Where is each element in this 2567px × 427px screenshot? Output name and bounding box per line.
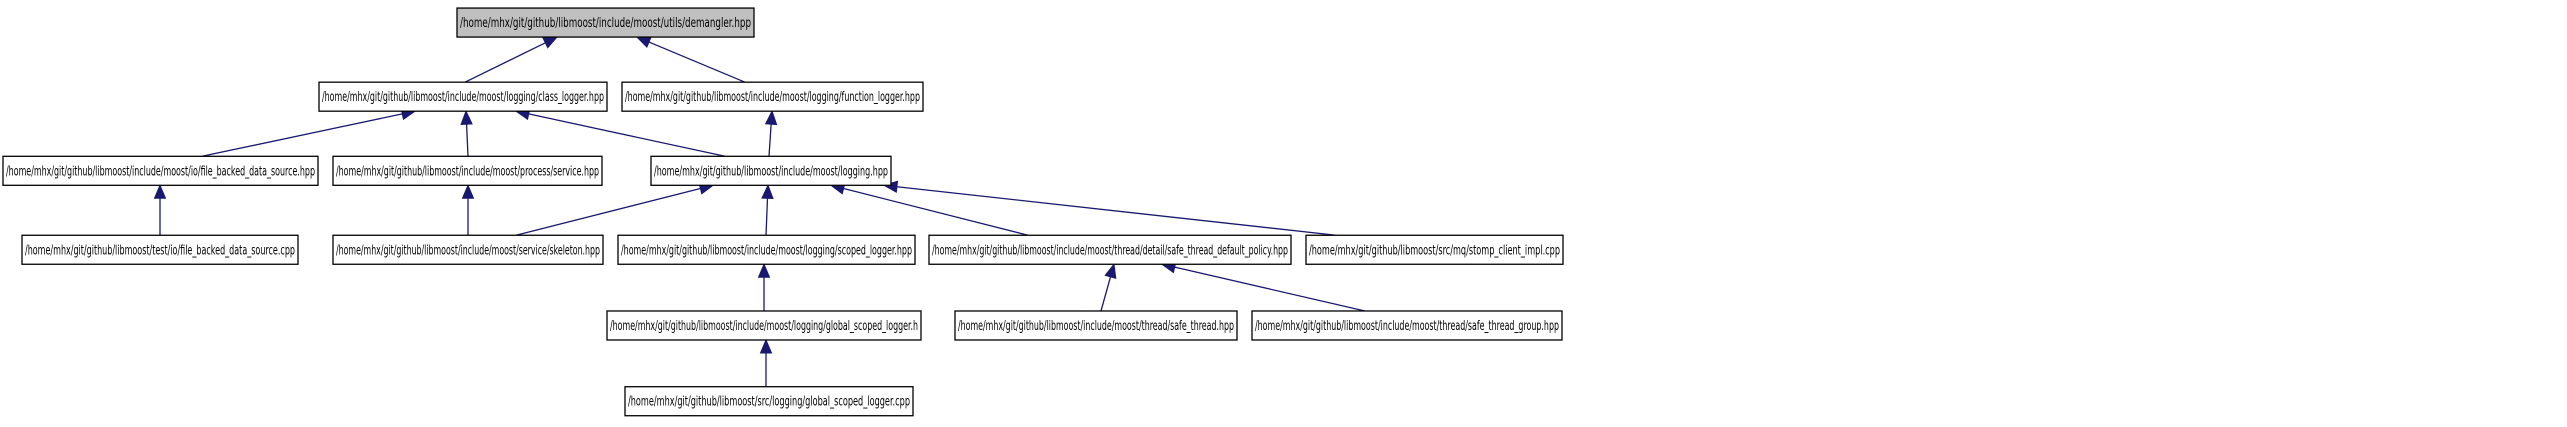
edge-line [1100, 276, 1112, 312]
edge-line [768, 124, 772, 157]
node-box [954, 310, 1238, 341]
node-box [606, 310, 922, 341]
edge-global_scoped_h-to-scoped_logger [757, 262, 771, 311]
node-class-logger[interactable]: /home/mhx/git/github/libmoost/include/mo… [318, 81, 608, 112]
node-safe-thread[interactable]: /home/mhx/git/github/libmoost/include/mo… [954, 310, 1238, 341]
node-box [456, 7, 755, 38]
node-box [1305, 234, 1564, 265]
arrowhead [153, 184, 167, 199]
edge-service-to-class_logger [460, 109, 473, 157]
arrowhead [1104, 263, 1117, 279]
node-service[interactable]: /home/mhx/git/github/libmoost/include/mo… [332, 155, 603, 186]
edge-skeleton-to-service [461, 184, 475, 236]
node-box [21, 234, 299, 265]
node-box [1251, 310, 1563, 341]
edge-line [528, 113, 726, 157]
edge-line [896, 186, 1337, 236]
edge-line [464, 42, 546, 83]
node-label: /home/mhx/git/github/libmoost/include/mo… [1255, 319, 1559, 334]
node-label: /home/mhx/git/github/libmoost/test/io/fi… [25, 243, 295, 258]
edge-line [1174, 266, 1366, 312]
node-label: /home/mhx/git/github/libmoost/include/mo… [460, 16, 751, 31]
edge-class_logger-to-demangler [464, 36, 559, 83]
node-label: /home/mhx/git/github/libmoost/include/mo… [322, 90, 604, 105]
arrowhead [757, 262, 771, 278]
nodes: /home/mhx/git/github/libmoost/include/mo… [2, 7, 1564, 417]
node-box [624, 386, 914, 417]
edge-line [465, 124, 469, 157]
node-label: /home/mhx/git/github/libmoost/src/mq/sto… [1309, 243, 1560, 258]
edge-logging-to-class_logger [514, 107, 726, 157]
node-label: /home/mhx/git/github/libmoost/include/mo… [654, 164, 888, 179]
node-box [332, 234, 604, 265]
node-box [650, 155, 892, 186]
node-skeleton[interactable]: /home/mhx/git/github/libmoost/include/mo… [332, 234, 604, 265]
node-safe-thread-group[interactable]: /home/mhx/git/github/libmoost/include/mo… [1251, 310, 1563, 341]
edges [153, 36, 1366, 387]
edge-line [201, 113, 403, 157]
node-label: /home/mhx/git/github/libmoost/include/mo… [610, 319, 918, 334]
node-file-backed-hpp[interactable]: /home/mhx/git/github/libmoost/include/mo… [2, 155, 319, 186]
arrowhead [764, 109, 778, 126]
edge-skeleton-to-logging [515, 182, 715, 236]
edge-line [765, 198, 769, 236]
node-label: /home/mhx/git/github/libmoost/include/mo… [625, 90, 920, 105]
node-box [332, 155, 603, 186]
node-label: /home/mhx/git/github/libmoost/include/mo… [336, 164, 599, 179]
edge-file_backed_cpp-to-file_backed_hpp [153, 184, 167, 236]
edge-stomp-to-logging [882, 180, 1337, 236]
edge-function_logger-to-demangler [635, 36, 746, 83]
node-global-scoped-cpp[interactable]: /home/mhx/git/github/libmoost/src/loggin… [624, 386, 914, 417]
arrowhead [761, 184, 774, 200]
node-box [318, 81, 608, 112]
node-box [928, 234, 1292, 265]
node-label: /home/mhx/git/github/libmoost/include/mo… [6, 164, 315, 179]
node-label: /home/mhx/git/github/libmoost/include/mo… [932, 243, 1288, 258]
edge-file_backed_hpp-to-class_logger [201, 107, 417, 157]
node-stomp[interactable]: /home/mhx/git/github/libmoost/src/mq/sto… [1305, 234, 1564, 265]
edge-line [648, 41, 746, 83]
node-function-logger[interactable]: /home/mhx/git/github/libmoost/include/mo… [621, 81, 924, 112]
arrowhead [542, 36, 559, 49]
node-logging[interactable]: /home/mhx/git/github/libmoost/include/mo… [650, 155, 892, 186]
node-box [617, 234, 916, 265]
edge-scoped_logger-to-logging [761, 184, 774, 236]
node-label: /home/mhx/git/github/libmoost/include/mo… [621, 243, 912, 258]
arrowhead [759, 338, 773, 354]
edge-line [843, 187, 1029, 236]
node-box [621, 81, 924, 112]
node-label: /home/mhx/git/github/libmoost/include/mo… [336, 243, 600, 258]
edge-safe_thread-to-safe_thread_policy [1100, 263, 1117, 312]
edge-logging-to-function_logger [764, 109, 778, 157]
node-box [2, 155, 319, 186]
edge-global_scoped_cpp-to-global_scoped_h [759, 338, 773, 387]
edge-safe_thread_group-to-safe_thread_policy [1160, 261, 1366, 312]
edge-line [515, 187, 701, 236]
node-global-scoped-h[interactable]: /home/mhx/git/github/libmoost/include/mo… [606, 310, 922, 341]
arrowhead [460, 109, 473, 125]
arrowhead [635, 36, 652, 49]
arrowhead [461, 184, 475, 199]
node-label: /home/mhx/git/github/libmoost/include/mo… [958, 319, 1234, 334]
node-scoped-logger[interactable]: /home/mhx/git/github/libmoost/include/mo… [617, 234, 916, 265]
node-file-backed-cpp[interactable]: /home/mhx/git/github/libmoost/test/io/fi… [21, 234, 299, 265]
node-demangler[interactable]: /home/mhx/git/github/libmoost/include/mo… [456, 7, 755, 38]
node-label: /home/mhx/git/github/libmoost/src/loggin… [628, 395, 910, 410]
node-safe-thread-policy[interactable]: /home/mhx/git/github/libmoost/include/mo… [928, 234, 1292, 265]
